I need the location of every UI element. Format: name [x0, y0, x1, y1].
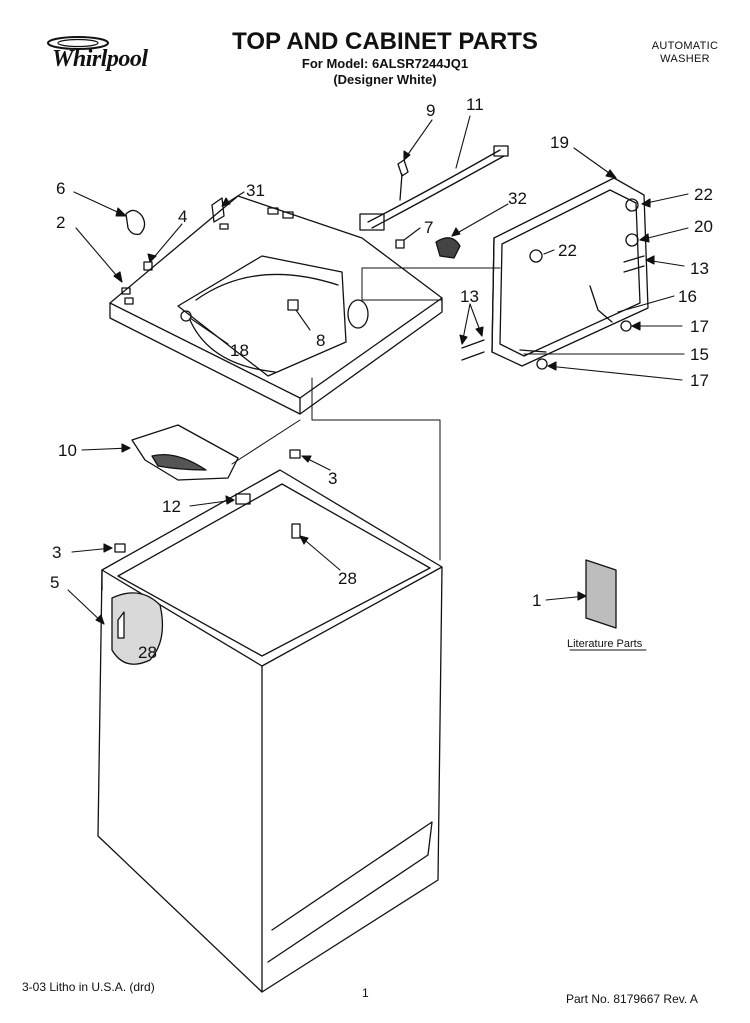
lid-stop-32	[435, 237, 461, 259]
callout-22-upper: 22	[694, 185, 713, 204]
cabinet-cutout-detail	[111, 592, 164, 665]
whirlpool-logo	[40, 30, 170, 78]
callout-10: 10	[58, 441, 77, 460]
nut-7	[395, 239, 405, 249]
callout-6: 6	[56, 179, 65, 198]
callout-3-upper: 3	[328, 469, 337, 488]
callout-2: 2	[56, 213, 65, 232]
literature-parts-label: Literature Parts	[567, 638, 643, 650]
callout-20: 20	[694, 217, 713, 236]
callout-9: 9	[426, 101, 435, 120]
callout-17-lower: 17	[690, 371, 709, 390]
callout-3-lower: 3	[52, 543, 61, 562]
footer-litho: 3-03 Litho in U.S.A. (drd)	[22, 980, 155, 994]
callout-19: 19	[550, 133, 569, 152]
callout-16: 16	[678, 287, 697, 306]
screw-9	[397, 159, 409, 177]
part-17-lower	[536, 358, 548, 370]
callout-28-right: 28	[338, 569, 357, 588]
callout-15: 15	[690, 345, 709, 364]
footer-part-number: Part No. 8179667 Rev. A	[566, 992, 698, 1006]
bumper-22-lower	[529, 249, 543, 263]
callout-5: 5	[50, 573, 59, 592]
color-line: (Designer White)	[333, 72, 437, 87]
screws-13-right	[623, 255, 645, 273]
page-title: TOP AND CABINET PARTS	[232, 28, 538, 55]
clip-6	[125, 209, 146, 236]
callout-11: 11	[466, 95, 484, 114]
washer-cabinet	[97, 469, 443, 993]
part-17-upper	[620, 320, 632, 332]
callout-13-left: 13	[460, 287, 479, 306]
part-20	[625, 233, 639, 247]
lid-switch	[359, 213, 385, 231]
whirlpool-swirl-icon	[47, 36, 109, 50]
literature-booklet	[585, 559, 617, 629]
screw-12	[235, 493, 251, 505]
callout-28-left: 28	[138, 643, 157, 662]
callout-8: 8	[316, 331, 325, 350]
hinge-bracket	[131, 424, 239, 481]
callout-18: 18	[230, 341, 249, 360]
callout-17-upper: 17	[690, 317, 709, 336]
callout-22-lower: 22	[558, 241, 577, 260]
screws-13-left	[461, 339, 485, 361]
clip-3-lower	[114, 543, 126, 553]
footer-page-number: 1	[362, 986, 369, 1000]
bumper-22-upper	[625, 198, 639, 212]
clip-4	[143, 261, 153, 271]
clip-3-upper	[289, 449, 301, 459]
callout-32: 32	[508, 189, 527, 208]
screw-8	[287, 299, 299, 311]
callout-1: 1	[532, 591, 541, 610]
model-line: For Model: 6ALSR7244JQ1	[301, 56, 469, 71]
category-line-1: AUTOMATIC	[651, 40, 719, 52]
callout-13-right: 13	[690, 259, 709, 278]
callout-4: 4	[178, 207, 187, 226]
wire-harness-11	[367, 149, 501, 223]
washer-top-panel	[109, 195, 443, 415]
clip-31	[211, 197, 225, 223]
category-line-2: WASHER	[660, 53, 710, 65]
brand-name: Whirlpool	[52, 46, 148, 72]
hinge-pin-15	[519, 349, 547, 353]
callout-31: 31	[246, 181, 265, 200]
hinge-16	[589, 285, 613, 323]
callout-7: 7	[424, 218, 433, 237]
screw-9-shaft	[399, 173, 403, 201]
screw-28	[291, 523, 301, 539]
callout-12: 12	[162, 497, 181, 516]
